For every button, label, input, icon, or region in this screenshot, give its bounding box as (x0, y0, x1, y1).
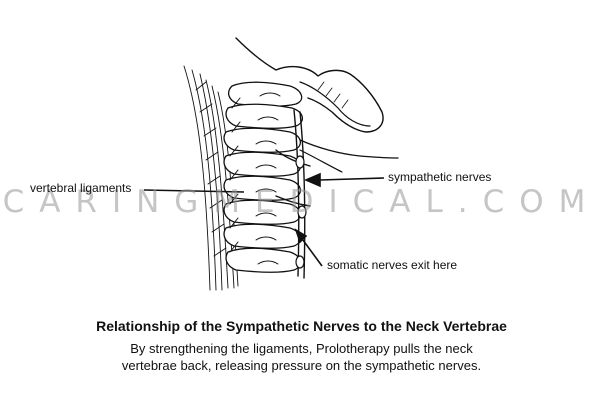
vertebrae-spinous-processes (229, 92, 281, 265)
leader-line-ligaments (143, 189, 245, 193)
label-sympathetic-nerves: sympathetic nerves (388, 170, 492, 184)
skull-inner-curve (299, 81, 371, 127)
caption-line-2: vertebrae back, releasing pressure on th… (121, 358, 482, 373)
arrowhead-somatic (294, 228, 308, 244)
leader-line-somatic (299, 235, 323, 267)
leader-line-sympathetic (319, 177, 385, 181)
nerve-ganglia (295, 155, 307, 269)
label-vertebral-ligaments: vertebral ligaments (30, 181, 132, 195)
jaw-line (299, 139, 399, 159)
throat-line (299, 149, 343, 173)
cervical-vertebrae (223, 81, 303, 273)
skull-hatch (317, 81, 349, 109)
arrowhead-sympathetic (303, 172, 321, 188)
label-somatic-nerves: somatic nerves exit here (327, 258, 458, 272)
caption-title: Relationship of the Sympathetic Nerves t… (96, 318, 507, 334)
vertebral-ligaments-drawing (275, 109, 311, 279)
neck-muscle-strands (183, 65, 239, 291)
skull-base-outline (235, 37, 384, 133)
caption-line-1: By strengthening the ligaments, Prolothe… (130, 341, 473, 356)
neck-vertebrae-illustration (143, 37, 399, 291)
